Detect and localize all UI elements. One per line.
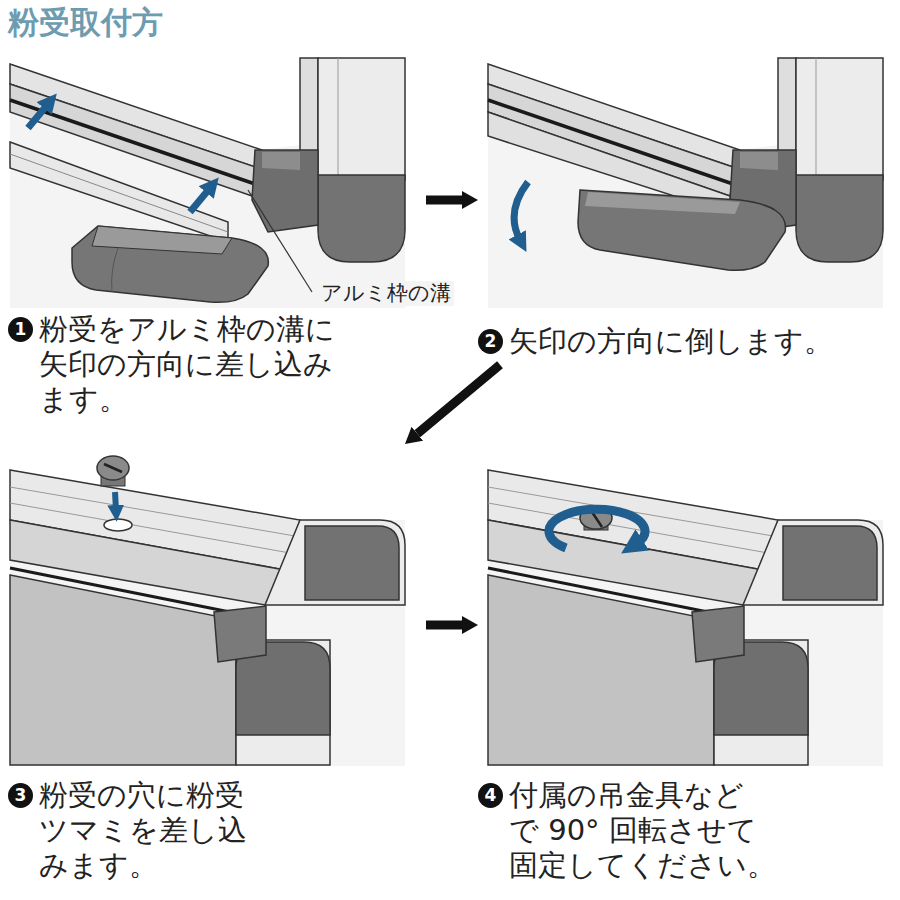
step1-picture — [10, 58, 405, 308]
step1-picture — [10, 154, 228, 232]
step-panel: 3粉受の穴に粉受 ツマミを差し込 みます。 — [8, 444, 426, 888]
step1-picture — [190, 188, 210, 212]
step3-picture — [10, 446, 405, 766]
step-caption: 粉受の穴に粉受 ツマミを差し込 みます。 — [39, 778, 329, 882]
step3-picture — [97, 456, 129, 480]
step3-picture — [104, 519, 132, 531]
step-caption: 粉受をアルミ枠の溝に 矢印の方向に差し込み ます。 — [39, 312, 369, 416]
step-caption: 付属の吊金具など で 90° 回転させて 固定してください。 — [509, 778, 809, 882]
step4-picture — [488, 446, 883, 766]
step-number: 2 — [478, 329, 503, 354]
step-caption: 矢印の方向に倒します。 — [509, 324, 879, 359]
step2-picture — [514, 182, 528, 240]
step1-picture — [72, 226, 268, 302]
step-number: 4 — [478, 783, 503, 808]
step3-picture — [104, 464, 122, 472]
step-arrow — [426, 196, 462, 205]
step1-picture — [28, 104, 48, 128]
step1-picture — [248, 190, 312, 292]
step-arrow — [426, 621, 462, 630]
step1-picture — [112, 248, 118, 292]
step1-picture — [10, 58, 405, 308]
step-panel: 4付属の吊金具など で 90° 回転させて 固定してください。 — [478, 444, 896, 888]
step4-picture — [488, 446, 883, 766]
title: 粉受取付方 — [8, 4, 163, 41]
step2-picture — [585, 192, 740, 214]
step2-picture — [578, 190, 785, 270]
step2-picture — [488, 58, 883, 308]
step3-picture — [115, 492, 116, 510]
step4-picture — [549, 509, 645, 548]
step2-picture — [488, 58, 883, 308]
step-arrow — [417, 365, 500, 434]
part-label: アルミ枠の溝 — [318, 281, 454, 306]
step1-picture — [10, 142, 228, 242]
step-panel: 1粉受をアルミ枠の溝に 矢印の方向に差し込み ます。 — [8, 56, 426, 422]
step-panel: 2矢印の方向に倒します。 — [478, 56, 896, 365]
step-number: 3 — [8, 783, 33, 808]
step1-picture — [92, 226, 232, 254]
step3-picture — [10, 446, 405, 766]
step-number: 1 — [8, 317, 33, 342]
